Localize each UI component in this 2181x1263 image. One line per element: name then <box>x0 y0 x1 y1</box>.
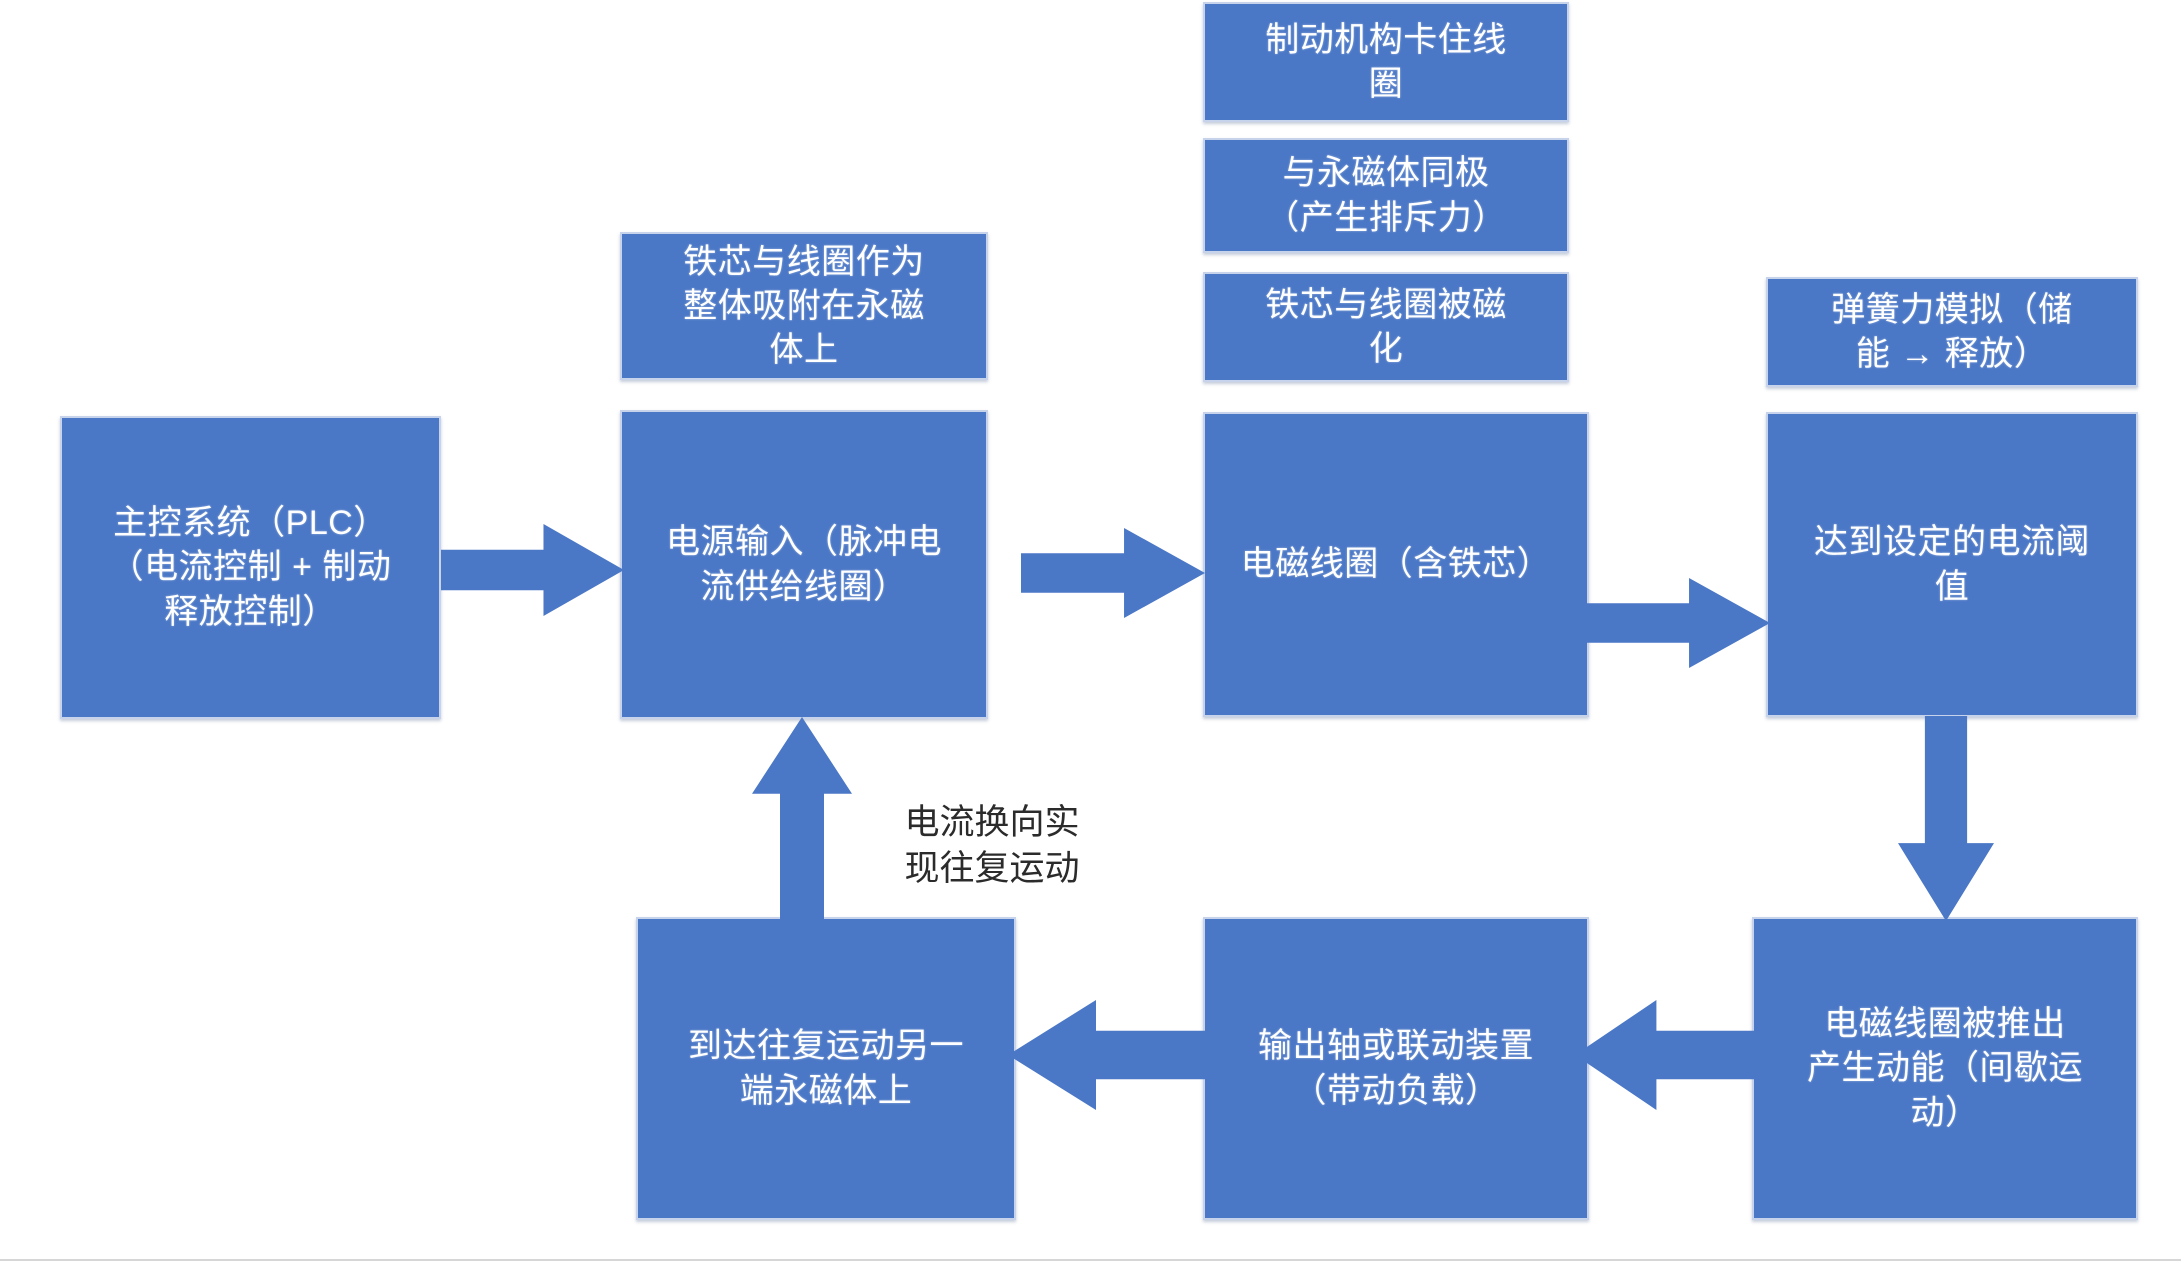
arrow-output-shaft-to-other-end <box>1008 1000 1208 1110</box>
node-threshold[interactable]: 达到设定的电流阈 值 <box>1766 412 2138 717</box>
arrow-plc-to-power-input <box>441 524 624 616</box>
node-power-input[interactable]: 电源输入（脉冲电 流供给线圈） <box>620 410 988 719</box>
footer-divider <box>0 1259 2181 1261</box>
arrow-coil-to-threshold <box>1586 578 1770 668</box>
arrow-other-end-to-power-input <box>752 717 852 919</box>
node-output-shaft[interactable]: 输出轴或联动装置 （带动负载） <box>1203 917 1589 1220</box>
arrow-pushed-out-to-output-shaft <box>1575 1000 1760 1110</box>
node-same-pole[interactable]: 与永磁体同极 （产生排斥力） <box>1203 138 1569 253</box>
annotation-current-reversing: 电流换向实 现往复运动 <box>904 803 1080 889</box>
arrow-power-input-to-coil <box>1021 528 1205 618</box>
arrow-threshold-to-pushed-out <box>1898 716 1994 921</box>
node-other-end[interactable]: 到达往复运动另一 端永磁体上 <box>636 917 1016 1220</box>
node-magnetized[interactable]: 铁芯与线圈被磁 化 <box>1203 272 1569 382</box>
node-spring-sim[interactable]: 弹簧力模拟（储 能 → 释放） <box>1766 277 2138 387</box>
node-core-attached[interactable]: 铁芯与线圈作为 整体吸附在永磁 体上 <box>620 232 988 380</box>
node-pushed-out[interactable]: 电磁线圈被推出 产生动能（间歇运 动） <box>1752 917 2138 1220</box>
node-plc[interactable]: 主控系统（PLC） （电流控制 + 制动 释放控制） <box>60 416 441 719</box>
node-coil[interactable]: 电磁线圈（含铁芯） <box>1203 412 1589 717</box>
node-brake-lock[interactable]: 制动机构卡住线 圈 <box>1203 2 1569 122</box>
